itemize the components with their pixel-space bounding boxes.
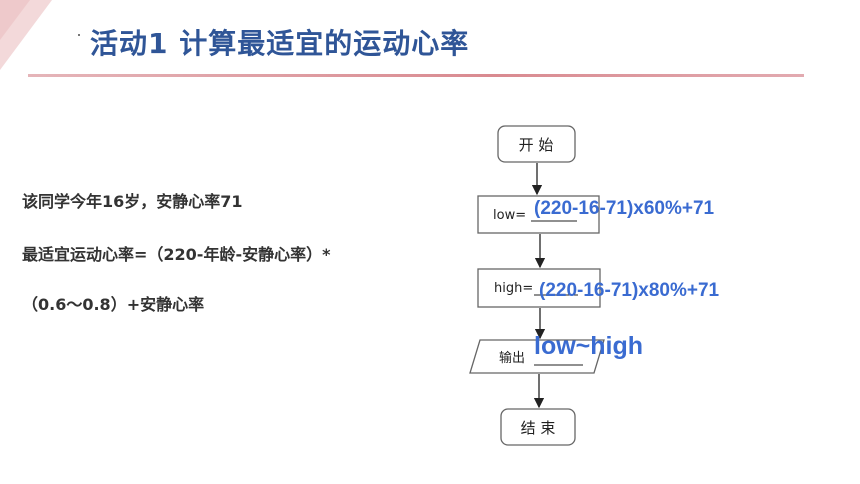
start-label: 开 始 — [519, 136, 554, 154]
title-dot — [78, 34, 80, 36]
high-label: high= — [494, 281, 533, 296]
high-formula-annotation: (220-16-71)x80%+71 — [539, 280, 720, 301]
problem-line-1: 该同学今年16岁，安静心率71 — [22, 192, 243, 211]
start-terminal — [497, 125, 576, 163]
output-label: 输出 — [499, 350, 525, 366]
page-title: 活动1 计算最适宜的运动心率 — [90, 27, 470, 60]
end-terminal — [500, 408, 576, 446]
output-range-annotation: low~high — [534, 332, 644, 360]
low-formula-annotation: (220-16-71)x60%+71 — [534, 198, 715, 219]
low-label: low= — [493, 208, 526, 223]
problem-line-2: 最适宜运动心率=（220-年龄-安静心率）* — [22, 245, 331, 264]
end-label: 结 束 — [521, 419, 556, 437]
corner-decoration — [0, 0, 52, 70]
high-process-box — [477, 268, 601, 308]
problem-line-3: （0.6～0.8）+安静心率 — [22, 295, 205, 314]
low-process-box — [477, 195, 600, 234]
title-underline — [28, 74, 804, 77]
